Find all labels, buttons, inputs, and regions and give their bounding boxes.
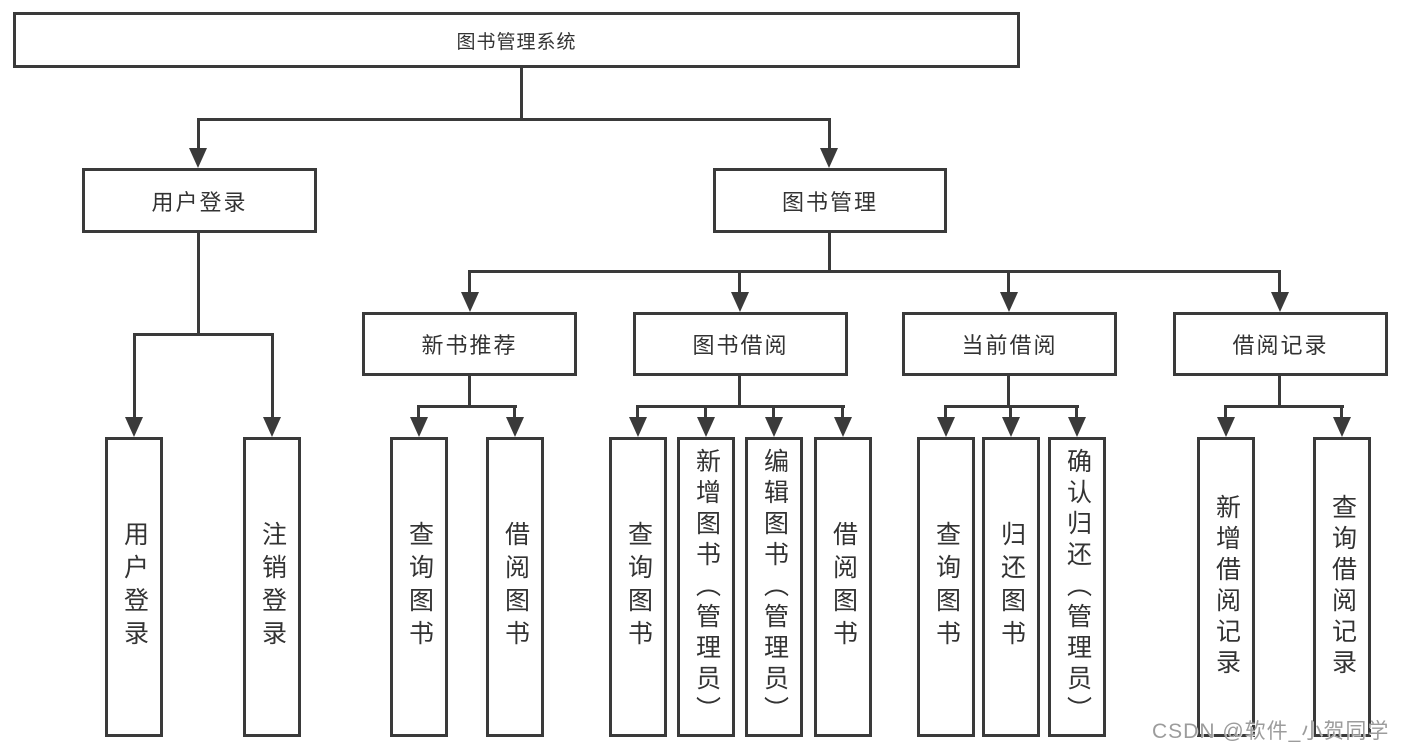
connector-line xyxy=(417,407,420,417)
leaf-query-books: 查询图书 xyxy=(917,437,975,737)
node-new-book-recommend: 新书推荐 xyxy=(362,312,577,376)
connector-line xyxy=(513,407,516,417)
leaf-return-book: 归还图书 xyxy=(982,437,1040,737)
leaf-borrow-books: 借阅图书 xyxy=(486,437,544,737)
connector-line xyxy=(520,66,523,120)
connector-arrowhead xyxy=(410,417,428,437)
connector-arrowhead xyxy=(820,148,838,168)
connector-arrowhead xyxy=(1271,292,1289,312)
connector-line xyxy=(738,374,741,407)
leaf-add-book-admin: 新增图书（管理员） xyxy=(677,437,735,737)
connector-line xyxy=(1278,272,1281,292)
connector-line xyxy=(944,405,1079,408)
node-system-root: 图书管理系统 xyxy=(13,12,1020,68)
connector-line xyxy=(738,272,741,292)
watermark: CSDN @软件_小贺同学 xyxy=(1152,720,1390,743)
connector-arrowhead xyxy=(1002,417,1020,437)
connector-line xyxy=(636,405,845,408)
connector-line xyxy=(468,270,1281,273)
connector-arrowhead xyxy=(506,417,524,437)
leaf-query-borrow-record: 查询借阅记录 xyxy=(1313,437,1371,737)
connector-line xyxy=(944,407,947,417)
leaf-confirm-return-admin: 确认归还（管理员） xyxy=(1048,437,1106,737)
connector-arrowhead xyxy=(189,148,207,168)
node-book-borrowing: 图书借阅 xyxy=(633,312,848,376)
connector-line xyxy=(841,407,844,417)
connector-line xyxy=(197,231,200,335)
connector-arrowhead xyxy=(937,417,955,437)
connector-line xyxy=(828,231,831,272)
connector-line xyxy=(468,374,471,407)
connector-line xyxy=(1007,374,1010,407)
node-book-management: 图书管理 xyxy=(713,168,947,233)
leaf-logout: 注销登录 xyxy=(243,437,301,737)
connector-line xyxy=(828,120,831,150)
connector-arrowhead xyxy=(1217,417,1235,437)
connector-line xyxy=(1007,272,1010,292)
connector-arrowhead xyxy=(1333,417,1351,437)
connector-line xyxy=(636,407,639,417)
leaf-user-login: 用户登录 xyxy=(105,437,163,737)
leaf-add-borrow-record: 新增借阅记录 xyxy=(1197,437,1255,737)
connector-line xyxy=(1224,405,1344,408)
connector-arrowhead xyxy=(834,417,852,437)
connector-arrowhead xyxy=(461,292,479,312)
connector-arrowhead xyxy=(629,417,647,437)
connector-arrowhead xyxy=(125,417,143,437)
node-current-borrowing: 当前借阅 xyxy=(902,312,1117,376)
connector-line xyxy=(197,118,831,121)
leaf-borrow-books: 借阅图书 xyxy=(814,437,872,737)
leaf-edit-book-admin: 编辑图书（管理员） xyxy=(745,437,803,737)
connector-arrowhead xyxy=(1068,417,1086,437)
node-borrowing-records: 借阅记录 xyxy=(1173,312,1388,376)
connector-line xyxy=(1075,407,1078,417)
connector-arrowhead xyxy=(731,292,749,312)
leaf-query-books: 查询图书 xyxy=(609,437,667,737)
connector-line xyxy=(704,407,707,417)
connector-arrowhead xyxy=(697,417,715,437)
connector-line xyxy=(1340,407,1343,417)
connector-line xyxy=(417,405,517,408)
connector-arrowhead xyxy=(263,417,281,437)
connector-line xyxy=(468,272,471,292)
connector-line xyxy=(271,335,274,417)
connector-line xyxy=(1009,407,1012,417)
connector-line xyxy=(1278,374,1281,407)
connector-line xyxy=(133,335,136,417)
connector-line xyxy=(772,407,775,417)
connector-line xyxy=(197,120,200,150)
connector-arrowhead xyxy=(1000,292,1018,312)
node-user-login: 用户登录 xyxy=(82,168,317,233)
leaf-query-books: 查询图书 xyxy=(390,437,448,737)
connector-line xyxy=(133,333,274,336)
connector-arrowhead xyxy=(765,417,783,437)
connector-line xyxy=(1224,407,1227,417)
